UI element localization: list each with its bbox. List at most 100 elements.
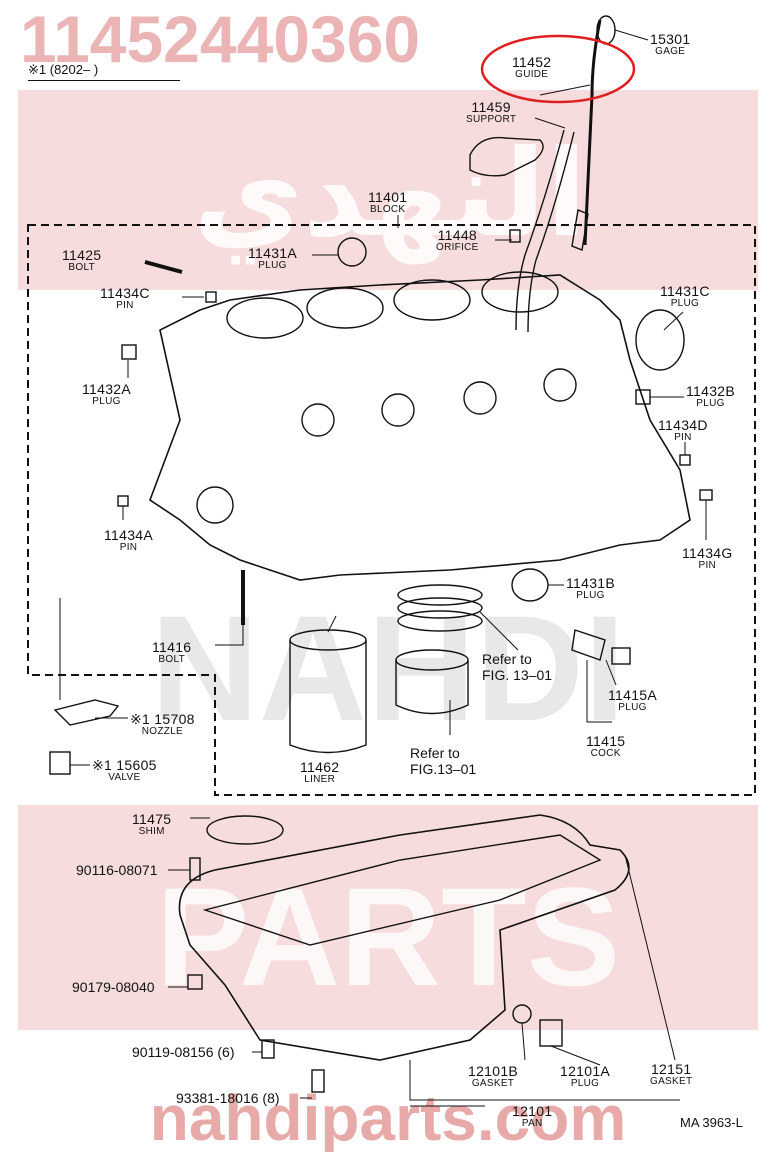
part-name: GASKET — [650, 1076, 693, 1087]
plug-11431c — [635, 309, 685, 371]
part-name: BOLT — [68, 262, 95, 273]
ref-line-2: FIG.13–01 — [410, 761, 477, 778]
callout-11475[interactable]: 11475 SHIM — [132, 812, 171, 837]
part-number: 11434A — [104, 527, 154, 543]
callout-11431c[interactable]: 11431C PLUG — [660, 284, 710, 309]
header-note: ※1 (8202– ) — [28, 62, 99, 77]
callout-11459[interactable]: 11459 SUPPORT — [466, 100, 516, 125]
part-number: ※1 15605 — [92, 757, 157, 773]
part-name: GASKET — [471, 1078, 515, 1089]
piston-ring-3 — [397, 610, 483, 632]
block-group-outline — [27, 224, 756, 796]
part-name: PIN — [698, 560, 717, 571]
fastener-90179[interactable]: 90179-08040 — [72, 979, 155, 995]
pin-11434c — [205, 291, 217, 303]
callout-11431a[interactable]: 11431A PLUG — [248, 246, 297, 271]
callout-11434d[interactable]: 11434D PIN — [658, 418, 708, 443]
pin-11434g — [699, 489, 713, 501]
part-name: PIN — [674, 432, 692, 443]
ref-piston[interactable]: Refer to FIG.13–01 — [410, 745, 476, 777]
part-number: 11432A — [82, 381, 132, 397]
cylinder-bore-4 — [481, 271, 559, 313]
piston-ring-2 — [397, 597, 483, 619]
part-number: 11415A — [608, 687, 658, 703]
ref-rings[interactable]: Refer to FIG. 13–01 — [482, 651, 552, 683]
valve-15605 — [49, 751, 71, 775]
part-name: PAN — [521, 1118, 543, 1129]
orifice-11448 — [509, 229, 521, 243]
cylinder-bore-3 — [393, 279, 471, 321]
dipstick-gage — [583, 19, 602, 246]
figure-code: MA 3963-L — [680, 1115, 743, 1130]
gage-tip — [571, 209, 589, 251]
callout-11401[interactable]: 11401 BLOCK — [368, 190, 407, 215]
callout-11434g[interactable]: 11434G PIN — [682, 546, 733, 571]
callout-11462[interactable]: 11462 LINER — [300, 760, 339, 785]
callout-12101a[interactable]: 12101A PLUG — [560, 1064, 610, 1089]
callout-11431b[interactable]: 11431B PLUG — [566, 576, 615, 601]
part-name: VALVE — [108, 772, 141, 783]
callout-15605[interactable]: ※1 15605 VALVE — [92, 758, 157, 783]
cylinder-bore-1 — [226, 297, 304, 339]
fastener-90116[interactable]: 90116-08071 — [76, 862, 158, 878]
callout-11415[interactable]: 11415 COCK — [586, 734, 625, 759]
part-name: PIN — [116, 300, 134, 311]
callout-11452[interactable]: 11452 GUIDE — [512, 55, 551, 80]
piston-body — [395, 660, 469, 715]
callout-15301[interactable]: 15301 GAGE — [650, 32, 690, 57]
callout-12101b[interactable]: 12101B GASKET — [468, 1064, 518, 1089]
callout-12101[interactable]: 12101 PAN — [512, 1104, 552, 1129]
part-name: BOLT — [158, 654, 185, 665]
fastener-93381[interactable]: 93381-18016 (8) — [176, 1090, 280, 1106]
part-number: 11434D — [658, 417, 708, 433]
drain-plug-12101a — [539, 1019, 563, 1047]
callout-11434c[interactable]: 11434C PIN — [100, 286, 150, 311]
shim-11475 — [206, 815, 284, 845]
bolt-93381 — [311, 1069, 325, 1093]
part-name: BLOCK — [370, 204, 406, 215]
callout-11425[interactable]: 11425 BOLT — [62, 248, 101, 273]
part-number: 11434G — [682, 545, 733, 561]
callout-11416[interactable]: 11416 BOLT — [152, 640, 191, 665]
callout-11434a[interactable]: 11434A PIN — [104, 528, 153, 553]
bearing-web-4 — [543, 368, 577, 402]
callout-11432a[interactable]: 11432A PLUG — [82, 382, 131, 407]
part-name: PLUG — [696, 398, 725, 409]
fastener-90119[interactable]: 90119-08156 (6) — [132, 1044, 235, 1060]
piston-top — [395, 649, 469, 671]
part-number: 12151 — [650, 1061, 692, 1077]
part-name: LINER — [304, 774, 336, 785]
plug-11432a — [121, 344, 137, 360]
part-number: ※1 15708 — [130, 711, 195, 727]
plug-11431a — [337, 237, 367, 267]
part-number: 12101 — [512, 1103, 553, 1119]
stud-90116 — [189, 857, 201, 881]
callout-15708[interactable]: ※1 15708 NOZZLE — [130, 712, 195, 737]
part-name: SUPPORT — [466, 114, 517, 125]
part-number: 11416 — [152, 639, 192, 655]
gage-handle — [596, 15, 616, 45]
pin-11434d — [679, 454, 691, 466]
part-name: PIN — [119, 542, 138, 553]
part-name: PLUG — [576, 590, 605, 601]
callout-11432b[interactable]: 11432B PLUG — [686, 384, 735, 409]
part-number: 11431B — [566, 575, 616, 591]
nut-90179 — [187, 974, 203, 990]
bearing-web-3 — [463, 381, 497, 415]
part-name: PLUG — [618, 702, 647, 713]
part-number: 12101B — [468, 1063, 519, 1079]
callout-11448[interactable]: 11448 ORIFICE — [436, 228, 479, 253]
cylinder-bore-2 — [306, 287, 384, 329]
part-number: 11459 — [471, 99, 511, 115]
bearing-web-2 — [381, 393, 415, 427]
oil-pan-flange — [202, 834, 602, 946]
callout-12151[interactable]: 12151 GASKET — [650, 1062, 692, 1087]
part-number: 11425 — [62, 247, 102, 263]
part-number: 11448 — [437, 227, 478, 243]
callout-11415a[interactable]: 11415A PLUG — [608, 688, 657, 713]
plug-11415a — [611, 647, 631, 665]
part-name: PLUG — [670, 298, 700, 309]
ref-line-2: FIG. 13–01 — [482, 667, 553, 684]
pin-11434a — [117, 495, 129, 507]
